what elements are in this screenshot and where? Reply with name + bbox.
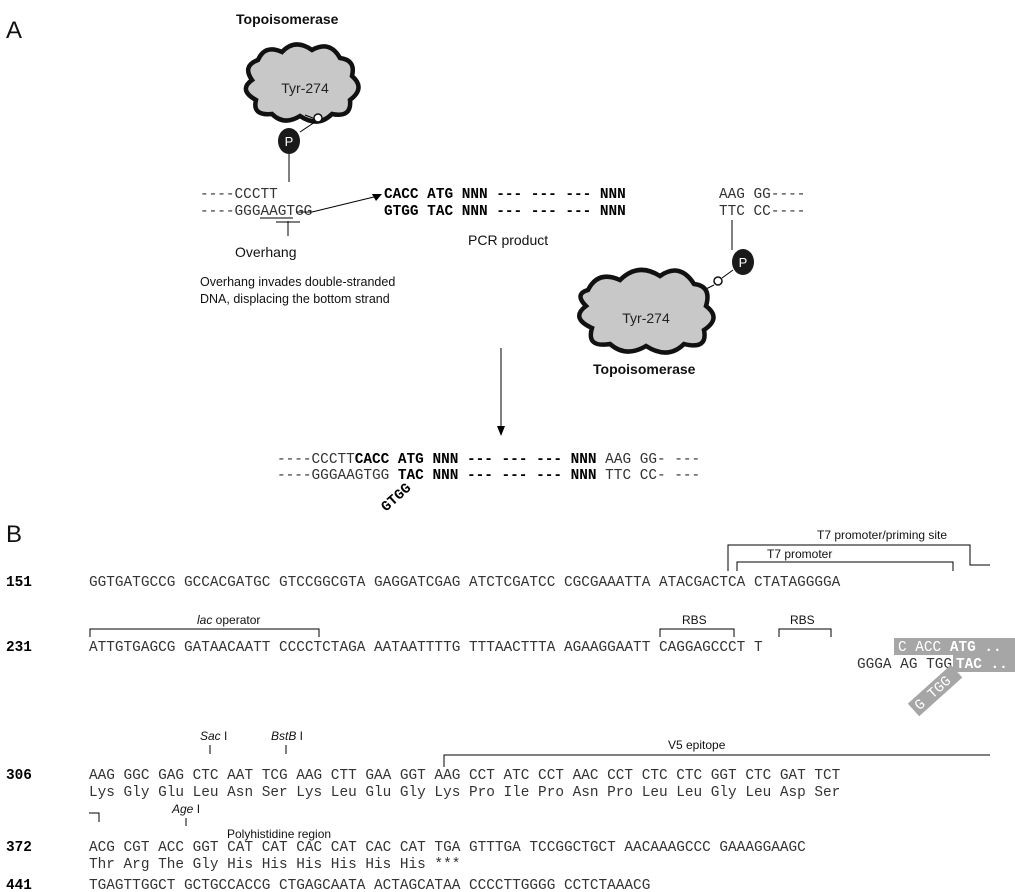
row-number-441: 441: [6, 878, 32, 892]
insert-top-strand: C ACC ATG ..: [898, 640, 1002, 656]
oxygen-atom: [714, 277, 722, 285]
svg-text:G TGG: G TGG: [912, 674, 955, 715]
row-number-151: 151: [6, 575, 32, 591]
amino-acids-row-306: Lys Gly Glu Leu Asn Ser Lys Leu Glu Gly …: [89, 785, 840, 801]
arrowhead: [497, 426, 505, 436]
sequence-row-151: GGTGATGCCG GCCACGATGC GTCCGGCGTA GAGGATC…: [89, 575, 841, 591]
panel-b-label: B: [6, 521, 22, 548]
sac-i-label: Sac I: [200, 729, 227, 743]
linker-line: [300, 122, 315, 132]
rbs-label-2: RBS: [790, 613, 815, 627]
rbs-label-1: RBS: [682, 613, 707, 627]
right-top-strand: AAG GG----: [719, 187, 805, 203]
insert-bottom-strand: GGGA AG TGG: [857, 657, 952, 673]
linker-line: [722, 270, 733, 278]
oxygen-atom: [314, 114, 322, 122]
note-line1: Overhang invades double-stranded: [200, 275, 395, 289]
pcr-top-strand: CACC ATG NNN --- --- --- NNN: [384, 187, 626, 203]
overhang-label: Overhang: [235, 244, 296, 260]
polyhistidine-label: Polyhistidine region: [227, 827, 331, 841]
topoisomerase-label-right: Topoisomerase: [593, 361, 696, 377]
note-line2: DNA, displacing the bottom strand: [200, 292, 390, 306]
sequence-row-306: AAG GGC GAG CTC AAT TCG AAG CTT GAA GGT …: [89, 768, 841, 784]
pcr-bottom-strand: GTGG TAC NNN --- --- --- NNN: [384, 204, 626, 220]
pcr-product-label: PCR product: [468, 232, 548, 248]
phosphate-label-right: P: [739, 255, 748, 270]
v5-epitope-bracket-end: [89, 813, 99, 822]
top-left-strand: ----CCCTT: [200, 187, 278, 203]
t7-promoter-priming-label: T7 promoter/priming site: [817, 528, 947, 542]
result-top-strand: ----CCCTTCACC ATG NNN --- --- --- NNN AA…: [277, 452, 700, 468]
t7-promoter-label: T7 promoter: [767, 547, 832, 561]
row-number-231: 231: [6, 640, 32, 656]
phosphate-label-top: P: [285, 134, 294, 149]
v5-epitope-bracket: [444, 755, 990, 767]
sequence-row-441: TGAGTTGGCT GCTGCCACCG CTGAGCAATA ACTAGCA…: [89, 878, 650, 892]
sequence-row-231: ATTGTGAGCG GATAACAATT CCCCTCTAGA AATAATT…: [89, 640, 763, 656]
panel-a-label: A: [6, 17, 22, 44]
t7-promoter-bracket: [737, 562, 953, 571]
bottom-left-strand: ----GGGAAGTGG: [200, 204, 312, 220]
result-bottom-strand: ----GGGAAGTGG TAC NNN --- --- --- NNN TT…: [277, 468, 700, 484]
age-i-label: Age I: [171, 802, 200, 816]
topoisomerase-label-top: Topoisomerase: [236, 11, 339, 27]
right-bottom-strand: TTC CC----: [719, 204, 805, 220]
rbs-bracket-2: [779, 629, 831, 637]
tyr274-label-top: Tyr-274: [281, 80, 329, 96]
bstb-i-label: BstB I: [271, 729, 303, 743]
amino-acids-row-372: Thr Arg The Gly His His His His His His …: [89, 857, 460, 873]
row-number-306: 306: [6, 768, 32, 784]
v5-epitope-label: V5 epitope: [668, 738, 726, 752]
sequence-row-372: ACG CGT ACC GGT CAT CAT CAC CAT CAC CAT …: [89, 840, 806, 856]
displaced-strand: GTGG: [379, 481, 415, 516]
lac-operator-label: lac operator: [197, 613, 260, 627]
tyr274-label-right: Tyr-274: [622, 310, 670, 326]
rbs-bracket-1: [660, 629, 734, 637]
lac-operator-bracket: [90, 629, 319, 637]
insert-bottom-bold: TAC ..: [956, 657, 1008, 673]
row-number-372: 372: [6, 840, 32, 856]
